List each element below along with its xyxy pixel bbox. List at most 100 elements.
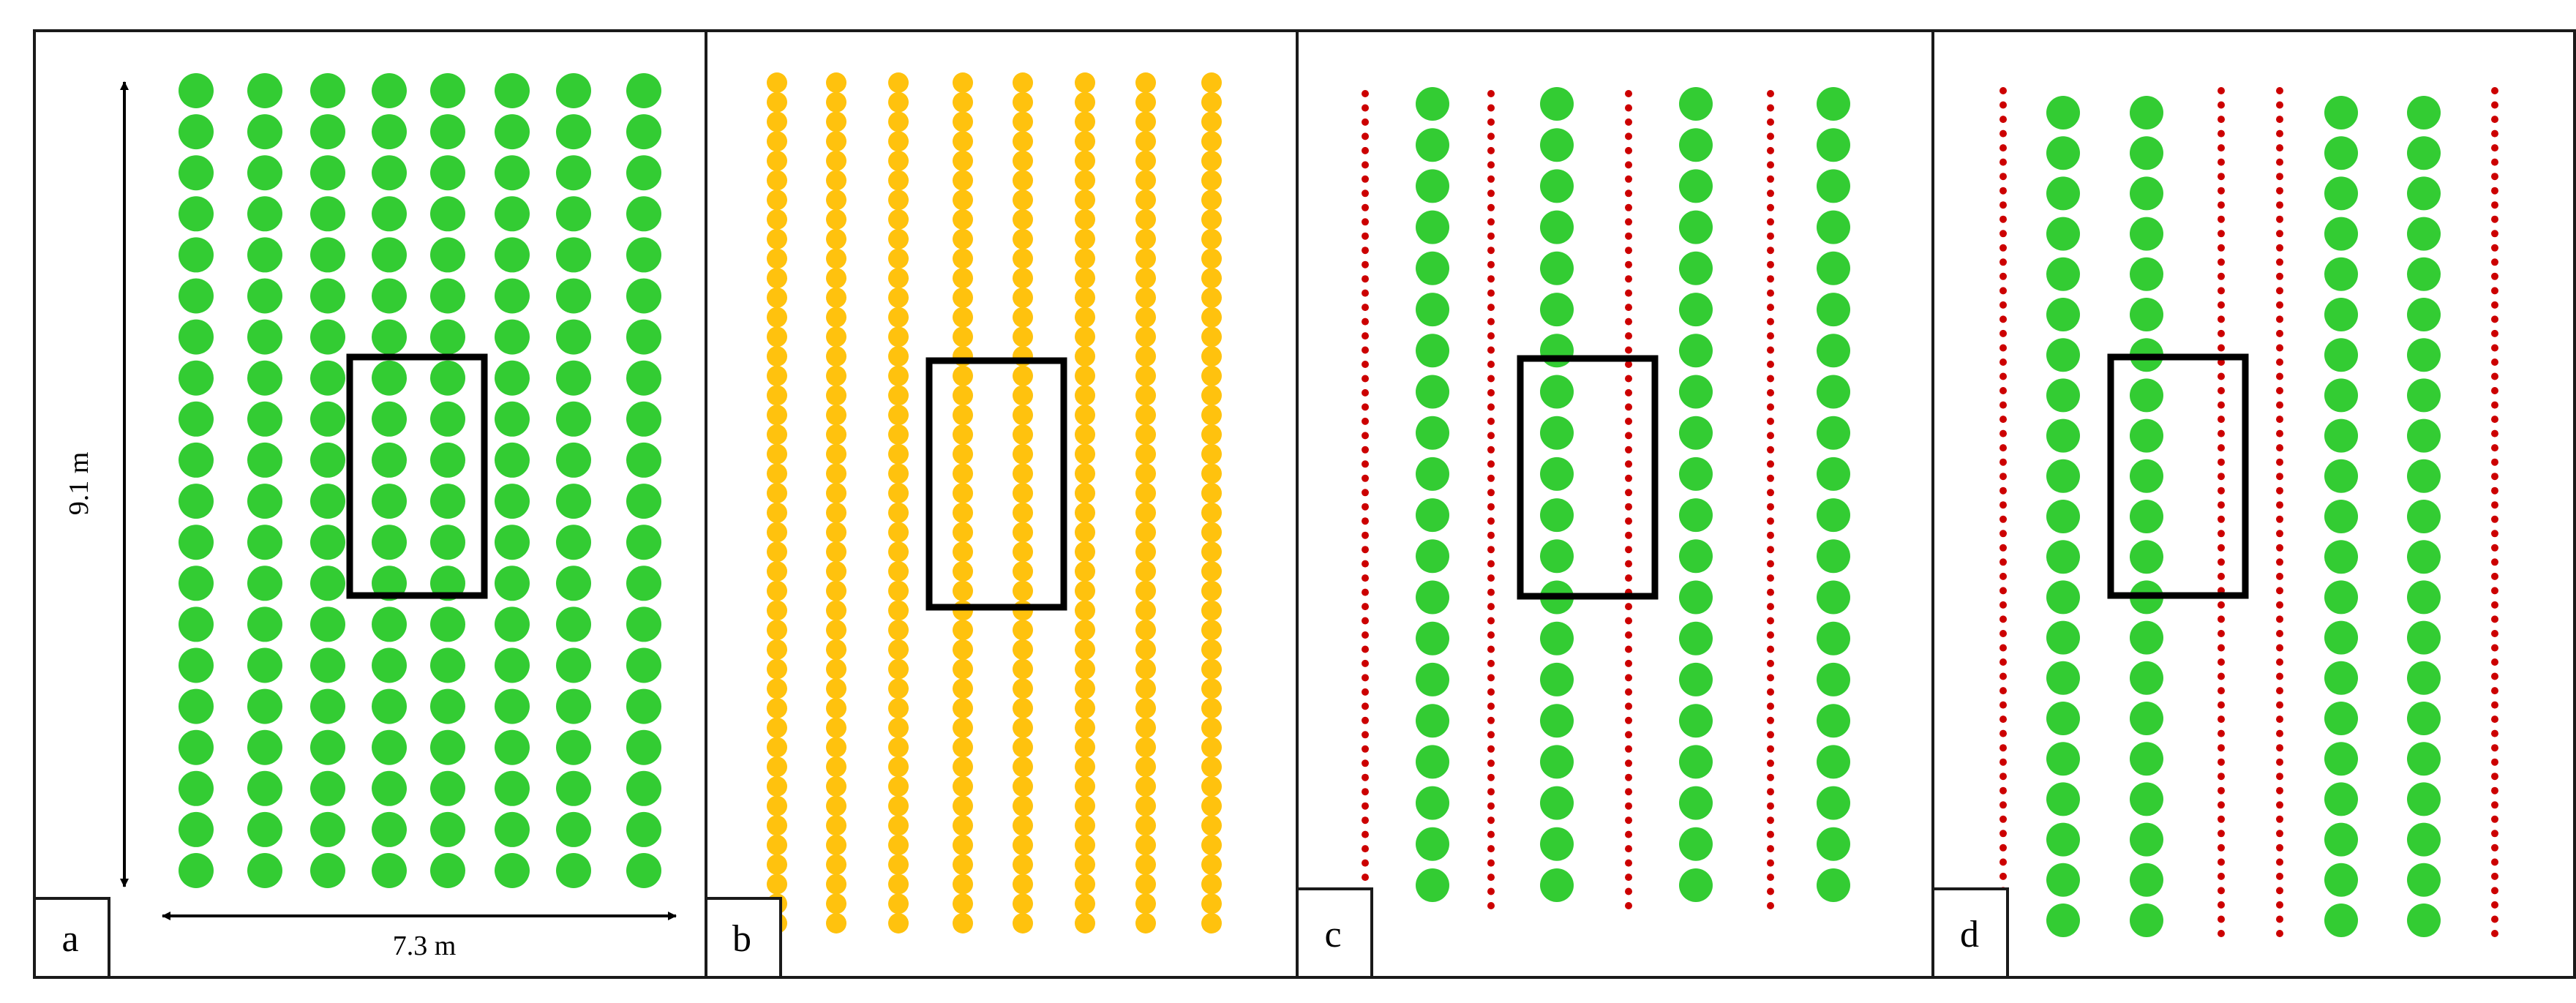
yellow-plant-dot [888,287,909,308]
yellow-plant-dot [888,541,909,563]
red-plant-dot [1487,773,1495,781]
yellow-plant-dot [1075,189,1095,211]
yellow-plant-dot [826,91,846,113]
yellow-plant-dot [953,228,973,249]
red-plant-dot [2276,887,2283,895]
red-plant-dot [1767,90,1774,97]
yellow-plant-dot [953,698,973,719]
yellow-plant-dot [767,443,787,465]
red-plant-dot [1767,830,1774,838]
green-plant-dot [372,566,407,601]
yellow-plant-dot [953,405,973,426]
yellow-plant-dot [826,268,846,289]
red-plant-dot [1999,416,2007,424]
green-plant-dot [247,155,282,191]
green-plant-dot [2324,298,2358,331]
yellow-plant-dot [888,463,909,484]
red-plant-dot [1362,104,1369,112]
red-plant-dot [1625,189,1632,198]
yellow-plant-dot [888,228,909,249]
green-plant-dot [495,278,530,314]
green-plant-dot [2046,378,2080,413]
yellow-plant-dot [826,405,846,426]
green-plant-dot [310,525,345,560]
red-plant-dot [1625,489,1632,497]
yellow-plant-dot [826,463,846,484]
yellow-plant-dot [1075,756,1095,778]
green-plant-dot [372,196,407,232]
red-plant-dot [2276,329,2283,337]
red-plant-dot [2491,744,2498,752]
red-plant-dot [2276,473,2283,481]
red-plant-dot [1625,417,1632,425]
green-plant-dot [430,155,465,191]
green-plant-dot [1540,457,1574,491]
green-plant-dot [1817,375,1850,409]
green-plant-dot [2046,96,2080,129]
red-plant-dot [1362,361,1369,368]
yellow-plant-dot [1013,72,1033,93]
red-plant-dot [2218,530,2225,538]
yellow-plant-dot [1135,756,1156,778]
red-plant-dot [1767,503,1774,511]
red-plant-dot [1487,489,1495,497]
red-plant-dot [1999,501,2007,509]
yellow-plant-dot [953,91,973,113]
red-plant-dot [1362,432,1369,440]
red-plant-dot [1487,361,1495,368]
yellow-plant-dot [826,365,846,386]
yellow-plant-dot [1201,72,1222,93]
green-plant-dot [247,566,282,601]
green-plant-dot [179,484,214,519]
green-plant-dot [2324,176,2358,211]
green-plant-dot [179,525,214,560]
green-plant-dot [1817,128,1850,162]
panel-letter-a: a [61,918,78,960]
red-plant-dot [1999,515,2007,523]
green-plant-dot [1679,128,1713,162]
green-plant-dot [430,525,465,560]
red-plant-dot [2218,144,2225,152]
green-plant-dot [2130,742,2163,776]
red-plant-dot [1362,403,1369,411]
green-plant-dot [1679,334,1713,368]
red-plant-dot [1487,203,1495,211]
red-plant-dot [2218,644,2225,652]
yellow-plant-dot [1201,502,1222,523]
yellow-plant-dot [953,150,973,171]
red-plant-dot [2491,615,2498,623]
red-plant-dot [1999,687,2007,695]
red-plant-dot [1487,859,1495,867]
red-plant-dot [1625,773,1632,781]
yellow-plant-dot [1201,756,1222,778]
red-plant-dot [1487,104,1495,112]
green-plant-dot [2324,782,2358,816]
red-plant-dot [2491,258,2498,266]
yellow-plant-dot [826,326,846,348]
green-plant-dot [247,484,282,519]
yellow-plant-dot [1075,170,1095,191]
yellow-plant-dot [1013,854,1033,875]
yellow-plant-dot [1013,913,1033,933]
green-plant-dot [247,853,282,888]
yellow-plant-dot [888,72,909,93]
green-plant-dot [310,442,345,478]
yellow-plant-dot [953,483,973,504]
green-plant-dot [626,401,661,437]
green-plant-dot [1679,745,1713,779]
panel-d-frame [1931,29,2576,979]
yellow-plant-dot [826,795,846,816]
red-plant-dot [2218,258,2225,266]
sampling-box-b [925,357,1067,611]
green-plant-dot [1679,704,1713,738]
red-plant-dot [1362,731,1369,739]
red-plant-dot [2276,515,2283,523]
yellow-plant-dot [953,189,973,211]
red-plant-dot [1362,688,1369,696]
yellow-plant-dot [1201,307,1222,328]
red-plant-dot [1767,645,1774,653]
green-plant-dot [179,688,214,724]
red-plant-dot [1625,531,1632,539]
green-plant-dot [495,237,530,273]
yellow-plant-dot [826,854,846,875]
